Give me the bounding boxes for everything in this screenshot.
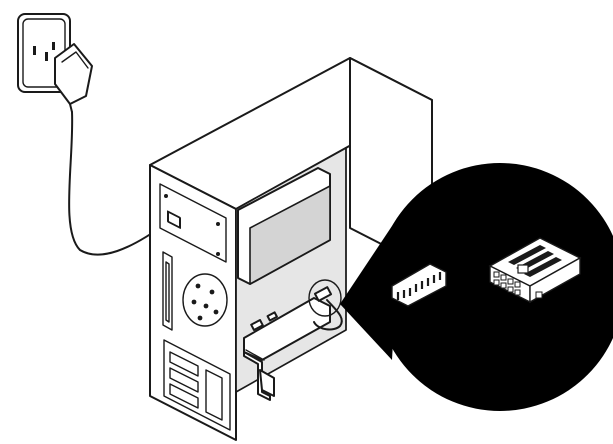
power-adapter-icon [55, 44, 92, 112]
